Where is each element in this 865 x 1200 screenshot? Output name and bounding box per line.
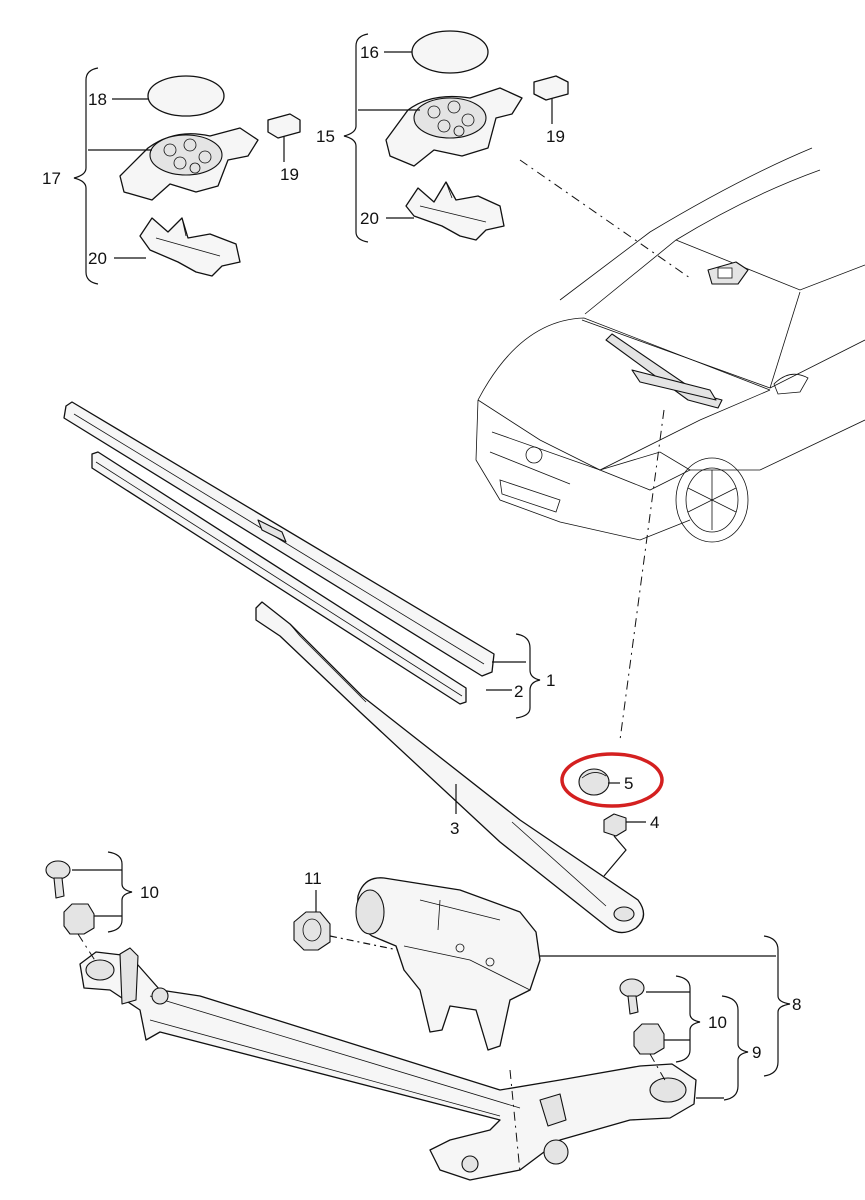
bolt-10-right — [619, 978, 645, 1015]
label-10-left: 10 — [140, 883, 159, 902]
car-body — [475, 147, 865, 543]
label-19a: 19 — [280, 165, 299, 184]
nut-4 — [603, 813, 627, 837]
sensor-to-car-link — [519, 159, 691, 279]
label-2: 2 — [514, 682, 523, 701]
car-rain-sensor-location — [707, 261, 749, 285]
bracket-10-left — [72, 851, 133, 933]
label-18: 18 — [88, 90, 107, 109]
label-15: 15 — [316, 127, 335, 146]
part-5-highlight-circle — [560, 752, 664, 808]
label-10-right: 10 — [708, 1013, 727, 1032]
connector-19-right — [533, 75, 569, 101]
label-4: 4 — [650, 813, 659, 832]
rain-sensor-left — [119, 127, 259, 201]
bracket-8 — [540, 935, 791, 1077]
leader-nut-to-arm — [603, 835, 627, 877]
label-11: 11 — [304, 869, 322, 888]
wiper-motor — [355, 877, 541, 1051]
leader-11-to-motor — [329, 935, 399, 951]
seal-ring-18 — [147, 75, 225, 117]
bracket-1 — [486, 633, 541, 719]
connector-19-left — [267, 113, 301, 139]
label-17: 17 — [42, 169, 61, 188]
frame-centre-link — [509, 1069, 521, 1173]
clip-20-left — [139, 217, 241, 277]
bracket-9 — [696, 995, 749, 1101]
label-5: 5 — [624, 774, 633, 793]
rubber-mount-10-right — [633, 1023, 665, 1055]
rain-sensor-right — [385, 87, 523, 167]
label-8: 8 — [792, 995, 801, 1014]
wiper-arm-3 — [255, 601, 645, 934]
wiper-linkage-frame — [79, 947, 697, 1181]
bolt-10-left — [45, 860, 71, 899]
car-to-cap-link — [619, 409, 665, 741]
label-9: 9 — [752, 1043, 761, 1062]
label-19b: 19 — [546, 127, 565, 146]
label-20b: 20 — [360, 209, 379, 228]
group-15-bracket — [343, 33, 369, 243]
right-mount-link — [649, 1053, 667, 1083]
label-3: 3 — [450, 819, 459, 838]
left-mount-link — [77, 933, 97, 963]
grommet-11 — [293, 911, 331, 951]
cap-5 — [578, 768, 610, 796]
group-17-bracket — [73, 67, 99, 285]
label-20a: 20 — [88, 249, 107, 268]
wiper-blade-2 — [91, 451, 467, 705]
clip-20-right — [405, 181, 505, 241]
seal-ring-16 — [411, 30, 489, 74]
bracket-10-right — [646, 975, 701, 1063]
rubber-mount-10-left — [63, 903, 95, 935]
label-16: 16 — [360, 43, 379, 62]
wiper-blade-1 — [63, 401, 495, 677]
label-1: 1 — [546, 671, 555, 690]
